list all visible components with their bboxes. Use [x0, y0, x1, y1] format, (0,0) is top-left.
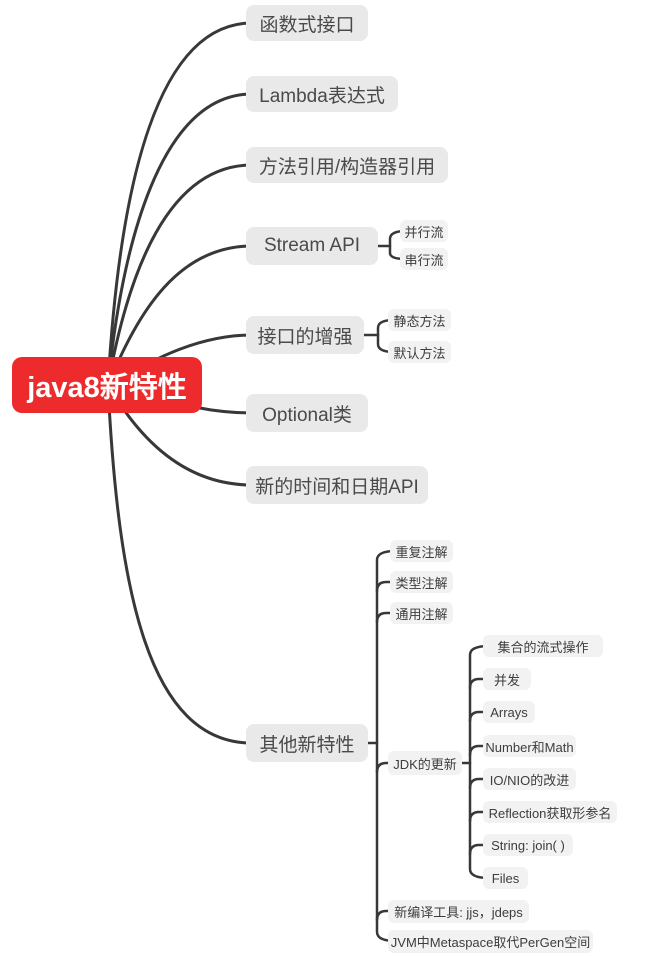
node-stream-api[interactable]: Stream API	[246, 227, 378, 265]
node-jdk-update[interactable]: JDK的更新	[388, 751, 462, 775]
node-optional-class[interactable]: Optional类	[246, 394, 368, 432]
sub-branch-connectors	[356, 229, 491, 943]
node-parallel-stream[interactable]: 并行流	[400, 220, 448, 242]
node-default-method[interactable]: 默认方法	[388, 341, 451, 363]
node-io-nio-improvements[interactable]: IO/NIO的改进	[483, 768, 576, 790]
node-static-method[interactable]: 静态方法	[388, 309, 451, 331]
node-serial-stream[interactable]: 串行流	[400, 248, 448, 270]
node-other-new-features[interactable]: 其他新特性	[246, 724, 368, 762]
node-string-join[interactable]: String: join( )	[483, 834, 573, 856]
node-interface-enhancement[interactable]: 接口的增强	[246, 316, 364, 354]
node-number-math[interactable]: Number和Math	[483, 735, 576, 757]
node-new-compile-tools[interactable]: 新编译工具: jjs，jdeps	[388, 900, 529, 923]
node-arrays[interactable]: Arrays	[483, 701, 535, 723]
node-method-constructor-reference[interactable]: 方法引用/构造器引用	[246, 147, 448, 183]
node-metaspace-replaces-pergen[interactable]: JVM中Metaspace取代PerGen空间	[388, 930, 593, 953]
node-repeat-annotation[interactable]: 重复注解	[390, 540, 453, 562]
root-node-java8-features[interactable]: java8新特性	[12, 357, 202, 413]
node-collection-stream-ops[interactable]: 集合的流式操作	[483, 635, 603, 657]
node-type-annotation[interactable]: 类型注解	[390, 571, 453, 593]
node-reflection-param-names[interactable]: Reflection获取形参名	[483, 801, 617, 823]
node-files[interactable]: Files	[483, 867, 528, 889]
node-new-datetime-api[interactable]: 新的时间和日期API	[246, 466, 428, 504]
node-general-annotation[interactable]: 通用注解	[390, 602, 453, 624]
node-concurrency[interactable]: 并发	[483, 668, 531, 690]
node-lambda-expression[interactable]: Lambda表达式	[246, 76, 398, 112]
node-functional-interface[interactable]: 函数式接口	[246, 5, 368, 41]
